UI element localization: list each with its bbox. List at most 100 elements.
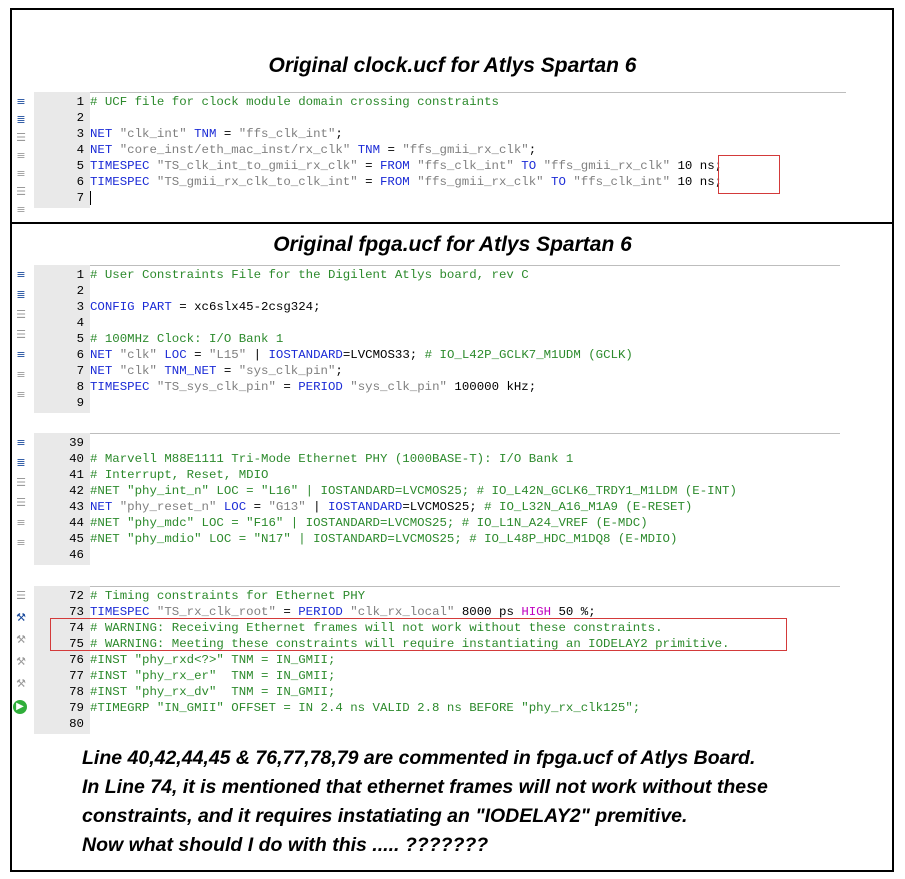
code-token: HIGH [521, 605, 552, 619]
code-line: # Timing constraints for Ethernet PHY [90, 588, 365, 604]
bookmark-icon[interactable]: ≡ [16, 268, 26, 281]
code-token: "G13" [268, 500, 306, 514]
code-line: #NET "phy_int_n" LOC = "L16" | IOSTANDAR… [90, 483, 737, 499]
question-text: Line 40,42,44,45 & 76,77,78,79 are comme… [82, 744, 882, 860]
question-line-1: Line 40,42,44,45 & 76,77,78,79 are comme… [82, 747, 756, 769]
fold-icon[interactable]: ≡ [16, 167, 26, 180]
code-line: # Marvell M88E1111 Tri-Mode Ethernet PHY… [90, 451, 573, 467]
code-token: = [223, 364, 239, 378]
code-token: =LVCMOS25; [402, 500, 485, 514]
code-token: FROM [380, 175, 418, 189]
code-token: PERIOD [298, 380, 351, 394]
line-number: 45 [69, 532, 84, 546]
comment-icon[interactable]: ☰ [16, 496, 26, 509]
code-token: ; [335, 127, 343, 141]
code-token: TO [513, 159, 544, 173]
code-token: TIMESPEC [90, 175, 157, 189]
comment-icon[interactable]: ☰ [16, 328, 26, 341]
fold-icon[interactable]: ≡ [16, 203, 26, 216]
code-token: "sys_clk_pin" [238, 364, 336, 378]
code-token: # UCF file for clock module domain cross… [90, 95, 499, 109]
tool-icon[interactable]: ⚒ [16, 655, 26, 668]
code-token: = [275, 380, 299, 394]
line-number: 9 [76, 396, 84, 410]
panel-divider [10, 222, 894, 224]
code-token: NET [90, 500, 120, 514]
indent-icon[interactable]: ≣ [16, 113, 26, 126]
code-token: = [387, 143, 403, 157]
code-line: # WARNING: Receiving Ethernet frames wil… [90, 620, 663, 636]
line-number: 79 [69, 701, 84, 715]
code-token: ; [335, 364, 343, 378]
editor-top-rule [90, 265, 840, 266]
code-token: "ffs_gmii_rx_clk" [417, 175, 544, 189]
code-token: NET [90, 143, 120, 157]
editor-top-rule [90, 92, 846, 93]
line-number: 2 [76, 284, 84, 298]
code-token: LOC [156, 348, 195, 362]
fold-icon[interactable]: ≡ [16, 368, 26, 381]
panel2-title: Original fpga.ucf for Atlys Spartan 6 [273, 233, 632, 256]
line-number-gutter [34, 265, 90, 413]
code-token: TIMESPEC [90, 380, 157, 394]
comment-icon[interactable]: ☰ [16, 589, 26, 602]
line-number: 46 [69, 548, 84, 562]
code-line: TIMESPEC "TS_rx_clk_root" = PERIOD "clk_… [90, 604, 596, 620]
run-icon[interactable]: ▶ [13, 700, 27, 714]
comment-icon[interactable]: ☰ [16, 131, 26, 144]
code-token: #NET "phy_mdc" LOC = "F16" | IOSTANDARD=… [90, 516, 648, 530]
code-token: TNM [350, 143, 388, 157]
line-number: 72 [69, 589, 84, 603]
line-number: 1 [76, 95, 84, 109]
code-line: # UCF file for clock module domain cross… [90, 94, 499, 110]
comment-icon[interactable]: ☰ [16, 476, 26, 489]
code-token: "ffs_clk_int" [573, 175, 671, 189]
tool-icon[interactable]: ⚒ [16, 633, 26, 646]
fold-icon[interactable]: ≡ [16, 388, 26, 401]
code-token: = [223, 127, 239, 141]
code-line: #INST "phy_rx_dv" TNM = IN_GMII; [90, 684, 335, 700]
bookmark-icon[interactable]: ≡ [16, 95, 26, 108]
code-line: TIMESPEC "TS_sys_clk_pin" = PERIOD "sys_… [90, 379, 536, 395]
line-number: 7 [76, 364, 84, 378]
text-cursor [90, 190, 91, 205]
image-frame [10, 8, 894, 872]
code-token: "clk" [119, 364, 157, 378]
line-number: 6 [76, 175, 84, 189]
indent-icon[interactable]: ≣ [16, 288, 26, 301]
line-number: 43 [69, 500, 84, 514]
line-number: 4 [76, 143, 84, 157]
fold-icon[interactable]: ≡ [16, 536, 26, 549]
fold-icon[interactable]: ≡ [16, 149, 26, 162]
tool-icon[interactable]: ⚒ [16, 611, 26, 624]
question-line-2: In Line 74, it is mentioned that etherne… [82, 776, 768, 798]
line-number: 42 [69, 484, 84, 498]
code-token: "TS_gmii_rx_clk_to_clk_int" [156, 175, 358, 189]
code-line: TIMESPEC "TS_gmii_rx_clk_to_clk_int" = F… [90, 174, 722, 190]
comment-icon[interactable]: ☰ [16, 308, 26, 321]
line-number: 7 [76, 191, 84, 205]
code-token: "clk" [119, 348, 157, 362]
code-line: NET "core_inst/eth_mac_inst/rx_clk" TNM … [90, 142, 536, 158]
code-line: TIMESPEC "TS_clk_int_to_gmii_rx_clk" = F… [90, 158, 722, 174]
comment-icon[interactable]: ☰ [16, 185, 26, 198]
fold-icon[interactable]: ≡ [16, 348, 26, 361]
code-token: IOSTANDARD [327, 500, 403, 514]
code-token: "TS_rx_clk_root" [156, 605, 276, 619]
code-token: 50 %; [551, 605, 596, 619]
highlight-box-warning [50, 618, 787, 651]
tool-icon[interactable]: ⚒ [16, 677, 26, 690]
code-line: NET "clk_int" TNM = "ffs_clk_int"; [90, 126, 343, 142]
code-token: # WARNING: Receiving Ethernet frames wil… [90, 621, 663, 635]
code-token: # IO_L32N_A16_M1A9 (E-RESET) [484, 500, 693, 514]
bookmark-icon[interactable]: ≡ [16, 436, 26, 449]
line-number: 77 [69, 669, 84, 683]
code-token: "ffs_clk_int" [238, 127, 336, 141]
fold-icon[interactable]: ≡ [16, 516, 26, 529]
highlight-box-10ns [718, 155, 780, 194]
code-token: = [275, 605, 299, 619]
code-token: 10 ns; [670, 175, 723, 189]
indent-icon[interactable]: ≣ [16, 456, 26, 469]
code-token: LOC [216, 500, 254, 514]
code-token: NET [90, 348, 120, 362]
